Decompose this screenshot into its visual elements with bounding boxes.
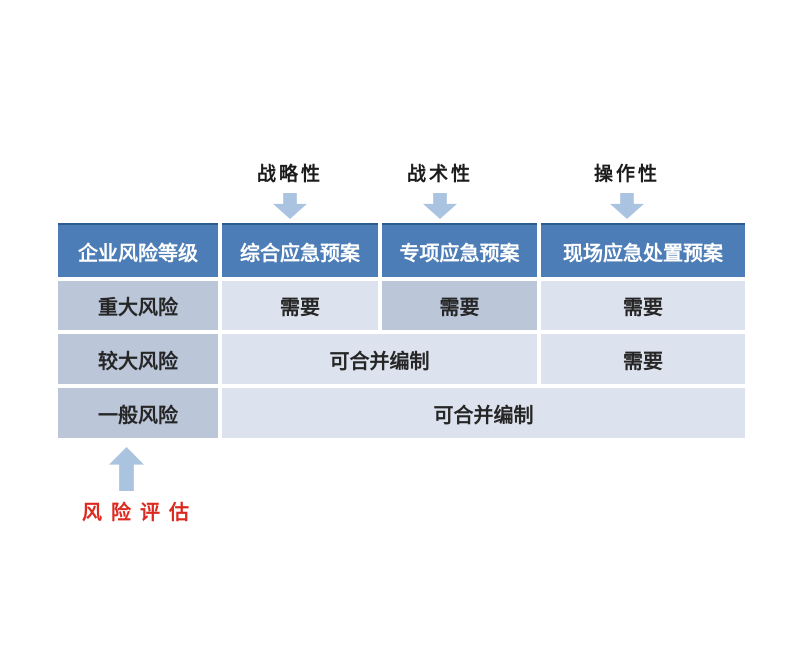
down-arrow-icon (273, 193, 307, 219)
cell-larger-merged-plans: 可合并编制 (222, 334, 537, 384)
plan-type-label-operational: 操作性 (593, 163, 661, 185)
risk-plan-table: 企业风险等级 综合应急预案 专项应急预案 现场应急处置预案 重大风险 需要 需要… (58, 223, 745, 438)
row-label-major-risk: 重大风险 (58, 281, 218, 330)
table-header-special-plan: 专项应急预案 (382, 223, 537, 277)
down-arrow-icon (610, 193, 644, 219)
row-label-general-risk: 一般风险 (58, 388, 218, 438)
table-header-risk-level: 企业风险等级 (58, 223, 218, 277)
cell-general-merged-plans: 可合并编制 (222, 388, 745, 438)
table-header-onsite-plan: 现场应急处置预案 (541, 223, 745, 277)
plan-type-label-tactical: 战术性 (406, 163, 474, 185)
row-label-larger-risk: 较大风险 (58, 334, 218, 384)
cell-major-special: 需要 (382, 281, 537, 330)
cell-major-onsite: 需要 (541, 281, 745, 330)
down-arrow-icon (423, 193, 457, 219)
up-arrow-icon (109, 447, 144, 491)
plan-type-label-strategic: 战略性 (256, 163, 324, 185)
risk-assessment-label: 风险评估 (82, 500, 198, 524)
cell-major-comprehensive: 需要 (222, 281, 378, 330)
table-header-comprehensive-plan: 综合应急预案 (222, 223, 378, 277)
cell-larger-onsite: 需要 (541, 334, 745, 384)
